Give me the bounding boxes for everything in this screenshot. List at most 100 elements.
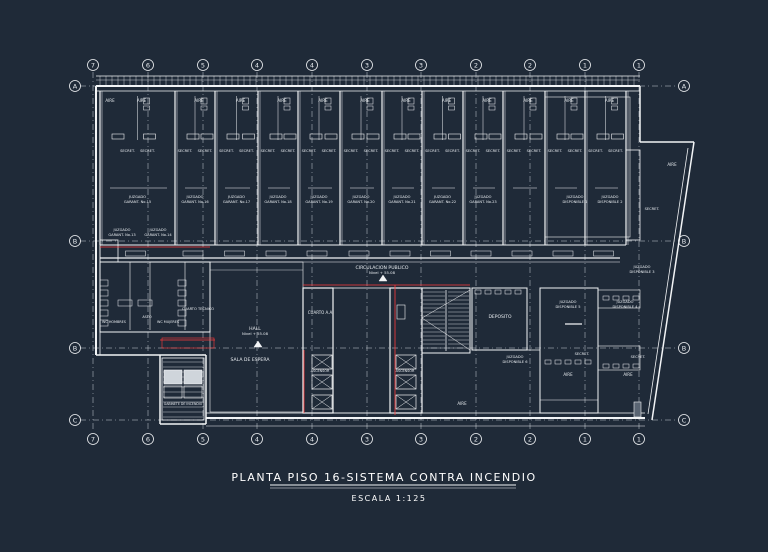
aire-unit: [283, 105, 291, 111]
grid-bubble-label: A: [73, 83, 78, 91]
grid-bubble-label: 2: [528, 436, 532, 444]
elevator-x: [311, 354, 333, 370]
module-outline: [544, 96, 631, 238]
disponible-label: DISPONIBLE 4: [612, 305, 638, 309]
grid-bubble-label: 4: [310, 436, 314, 444]
wc-label: WC HOMBRES: [102, 320, 126, 324]
elevator-x: [395, 374, 417, 390]
desk-block: [622, 363, 630, 369]
grid-bubble-label: 4: [255, 62, 259, 70]
aire-unit: [570, 97, 578, 105]
glazing-block: [224, 250, 245, 257]
grid-bubble-label: 7: [91, 62, 95, 70]
grid-bubble: [142, 433, 154, 445]
secret-label: SECRET.: [120, 149, 135, 153]
glazing-block: [182, 250, 204, 257]
secret-label: SECRET.: [568, 149, 583, 153]
desk-block: [612, 363, 620, 369]
aire-unit: [366, 105, 374, 111]
grid-bubble-label: B: [682, 345, 686, 353]
elevator-bank: [302, 287, 334, 414]
grid-bubble-label: 1: [637, 436, 641, 444]
aire-unit: [448, 97, 455, 105]
aire-label: AIRE: [667, 162, 677, 167]
grid-bubble: [633, 433, 645, 445]
desk-block: [366, 133, 380, 140]
toilet-fixture: [99, 289, 109, 297]
disponible-label: DISPONIBLE 1: [562, 200, 587, 204]
grid-bubble: [415, 433, 427, 445]
glazing-block: [511, 250, 533, 257]
shaft: [99, 239, 119, 263]
disponible-label: DISPONIBLE 2: [597, 200, 622, 204]
drawing-scale: ESCALA 1:125: [352, 494, 427, 503]
desk-block: [622, 295, 630, 301]
secret-label: SECRET.: [645, 207, 660, 211]
juzgado-label: JUZGADO: [393, 195, 411, 199]
aire-label: AIRE: [318, 98, 328, 103]
aire-unit: [366, 97, 374, 105]
secret-label: SECRET.: [425, 149, 440, 153]
secret-label: SECRET.: [261, 149, 276, 153]
aire-unit: [407, 105, 415, 111]
wc-label: ASEO: [142, 315, 152, 319]
juzgado-label: JUZGADO: [227, 195, 245, 199]
secret-label: SECRET.: [507, 149, 522, 153]
secret-label: SECRET.: [385, 149, 400, 153]
desk-block: [612, 295, 620, 301]
juzgado-label: JUZGADO: [269, 195, 287, 199]
level-label: Nivel + 55.08: [369, 270, 396, 275]
desk-block: [324, 133, 338, 140]
desk-block: [242, 133, 255, 140]
secret-label: SECRET.: [178, 149, 193, 153]
core-lobby: [332, 287, 391, 414]
aire-unit: [324, 97, 332, 105]
desk-block: [632, 295, 640, 301]
secret-label: SECRET.: [486, 149, 501, 153]
garant-label: GARANT. No.17: [223, 200, 250, 204]
aire-unit: [242, 97, 249, 105]
elevator-car: [311, 374, 333, 390]
grid-bubble: [470, 59, 482, 71]
desk-block: [596, 133, 610, 140]
secret-label: SECRET.: [198, 149, 213, 153]
grid-bubble: [69, 235, 81, 247]
desk-block: [544, 359, 552, 365]
grid-bubble: [633, 59, 645, 71]
grid-bubble: [197, 59, 209, 71]
toilet-fixture: [99, 279, 109, 287]
glazing-block: [552, 250, 574, 257]
grid-bubble-label: 2: [474, 62, 478, 70]
secret-label: SECRET.: [631, 355, 646, 359]
aire-label: AIRE: [277, 98, 287, 103]
aire-unit: [407, 97, 415, 105]
juzgado-label: JUZGADO: [633, 265, 651, 269]
juzgado-label: JUZGADO: [186, 195, 204, 199]
elevator-x: [395, 394, 417, 410]
elevator-car: [311, 394, 333, 410]
desk-block: [407, 133, 421, 140]
wc-label: WC MUJERES: [157, 320, 179, 324]
aire-unit: [143, 105, 150, 111]
glazing-block: [125, 250, 146, 257]
grid-bubble: [361, 433, 373, 445]
grid-bubble: [579, 433, 591, 445]
secret-label: SECRET.: [588, 149, 603, 153]
desk-block: [602, 363, 610, 369]
grid-bubble: [524, 59, 536, 71]
grid-bubble: [87, 433, 99, 445]
disponible-label: DISPONIBLE 6: [502, 360, 528, 364]
desk-block: [448, 133, 461, 140]
desk-block: [514, 289, 522, 295]
exterior-wall-east-slant: [651, 141, 695, 421]
desk-block: [632, 363, 640, 369]
grid-bubble: [197, 433, 209, 445]
aire-label: AIRE: [194, 98, 204, 103]
elevator-car: [395, 354, 417, 370]
grid-bubble-label: C: [682, 417, 687, 425]
grid-bubble-label: 4: [310, 62, 314, 70]
grid-bubble-label: 2: [528, 62, 532, 70]
secret-label: SECRET.: [364, 149, 379, 153]
grid-bubble: [579, 59, 591, 71]
aire-unit: [283, 97, 291, 105]
